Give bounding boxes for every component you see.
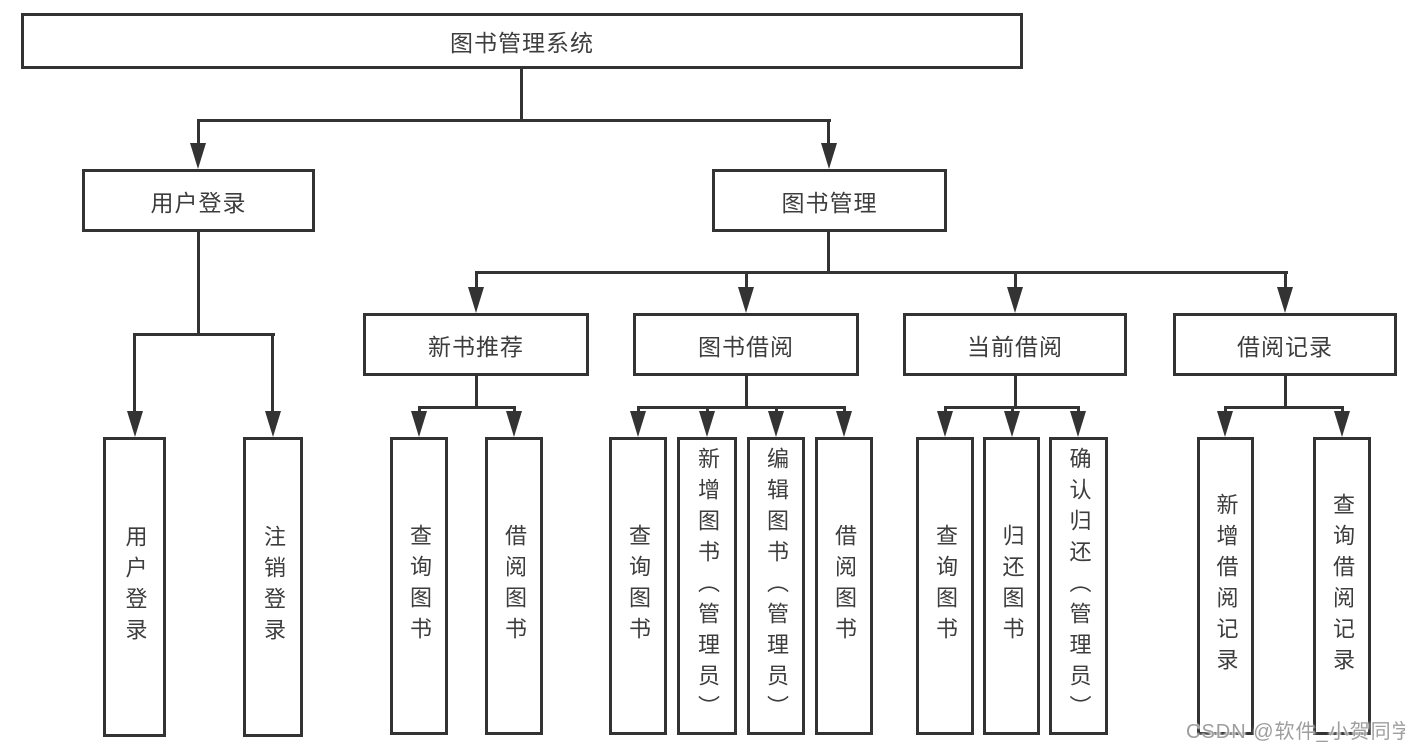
connector-rec-rail (418, 406, 516, 409)
node-book-borrow-label: 图书借阅 (698, 333, 794, 360)
connector-ul-stem (197, 232, 200, 335)
connector-bm-drop-3 (1014, 271, 1017, 291)
arrowhead-to-user-login (190, 143, 206, 169)
leaf-recommend-query-books: 查询图书 (390, 437, 448, 735)
leaf-recommend-borrow-books-label: 借阅图书 (502, 524, 527, 648)
connector-bb-drop-1 (637, 406, 640, 415)
connector-br-stem (1284, 376, 1287, 408)
connector-cb-drop-3 (1077, 406, 1080, 415)
node-current-borrow-label: 当前借阅 (967, 333, 1063, 360)
arrowhead-to-leaf-user-login (127, 411, 143, 437)
connector-cb-drop-1 (944, 406, 947, 415)
connector-root-drop-left (197, 119, 200, 147)
connector-br-drop-2 (1341, 406, 1344, 415)
arrowhead-to-recommend-query-books (411, 411, 427, 437)
arrowhead-to-current-confirm-return (1070, 411, 1086, 437)
node-user-login-label: 用户登录 (150, 189, 247, 216)
leaf-borrow-edit-books-label: 编辑图书（管理员） (764, 446, 789, 726)
connector-br-rail (1224, 406, 1344, 409)
arrowhead-to-borrow-query-books (630, 411, 646, 437)
node-book-borrow: 图书借阅 (633, 313, 859, 376)
arrowhead-to-borrow-add-books (699, 411, 715, 437)
leaf-current-confirm-return-label: 确认归还（管理员） (1066, 446, 1092, 726)
connector-rec-drop-1 (418, 406, 421, 415)
leaf-borrow-add-books: 新增图书（管理员） (677, 437, 737, 735)
connector-br-drop-1 (1224, 406, 1227, 415)
node-new-book-recommend-label: 新书推荐 (428, 333, 524, 360)
connector-ul-drop-1 (133, 333, 136, 413)
arrowhead-to-current-borrow (1007, 287, 1023, 313)
connector-rec-drop-2 (513, 406, 516, 415)
node-book-management-label: 图书管理 (781, 189, 878, 216)
arrowhead-to-records-query-record (1334, 411, 1350, 437)
connector-ul-rail (133, 333, 275, 336)
arrowhead-to-recommend-borrow-books (506, 411, 522, 437)
arrowhead-to-book-management (821, 143, 837, 169)
node-current-borrow: 当前借阅 (903, 313, 1127, 376)
connector-root-stem (520, 69, 523, 121)
leaf-current-query-books-label: 查询图书 (933, 524, 958, 648)
leaf-logout-label: 注销登录 (261, 525, 286, 649)
leaf-current-confirm-return: 确认归还（管理员） (1049, 437, 1108, 735)
node-user-login: 用户登录 (82, 169, 315, 232)
arrowhead-to-current-return-books (1004, 411, 1020, 437)
arrowhead-to-borrow-edit-books (768, 411, 784, 437)
leaf-current-query-books: 查询图书 (916, 437, 974, 735)
node-borrow-records-label: 借阅记录 (1237, 333, 1333, 360)
leaf-user-login: 用户登录 (103, 437, 166, 737)
leaf-records-query-record: 查询借阅记录 (1313, 437, 1371, 735)
node-new-book-recommend: 新书推荐 (363, 313, 589, 376)
leaf-borrow-edit-books: 编辑图书（管理员） (747, 437, 805, 735)
arrowhead-to-current-query-books (937, 411, 953, 437)
leaf-current-return-books: 归还图书 (983, 437, 1040, 735)
connector-bm-stem (827, 232, 830, 273)
arrowhead-to-borrow-records (1277, 287, 1293, 313)
connector-bm-rail (475, 271, 1288, 274)
connector-bm-drop-2 (745, 271, 748, 291)
arrowhead-to-book-borrow (738, 287, 754, 313)
arrowhead-to-records-add-record (1217, 411, 1233, 437)
node-book-management: 图书管理 (712, 169, 947, 232)
connector-cb-drop-2 (1011, 406, 1014, 415)
leaf-recommend-query-books-label: 查询图书 (407, 524, 432, 648)
connector-root-rail (197, 119, 831, 122)
connector-bb-rail (637, 406, 846, 409)
connector-bb-drop-4 (843, 406, 846, 415)
leaf-records-query-record-label: 查询借阅记录 (1330, 493, 1355, 679)
arrowhead-to-leaf-logout (265, 411, 281, 437)
leaf-borrow-borrow-books-label: 借阅图书 (832, 524, 857, 648)
leaf-borrow-query-books-label: 查询图书 (626, 524, 651, 648)
leaf-current-return-books-label: 归还图书 (999, 524, 1025, 648)
leaf-user-login-label: 用户登录 (122, 525, 148, 649)
connector-root-drop-right (827, 119, 830, 147)
csdn-watermark: CSDN @软件_小贺同学 (1186, 721, 1405, 743)
node-borrow-records: 借阅记录 (1173, 313, 1397, 376)
connector-bm-drop-1 (475, 271, 478, 291)
leaf-borrow-borrow-books: 借阅图书 (815, 437, 873, 735)
leaf-records-add-record-label: 新增借阅记录 (1213, 493, 1239, 679)
arrowhead-to-borrow-borrow-books (836, 411, 852, 437)
node-root: 图书管理系统 (21, 13, 1023, 69)
leaf-recommend-borrow-books: 借阅图书 (485, 437, 543, 735)
connector-bb-drop-2 (706, 406, 709, 415)
connector-bm-drop-4 (1284, 271, 1287, 291)
node-root-label: 图书管理系统 (450, 30, 594, 56)
leaf-records-add-record: 新增借阅记录 (1197, 437, 1254, 735)
leaf-borrow-query-books: 查询图书 (609, 437, 667, 735)
leaf-borrow-add-books-label: 新增图书（管理员） (695, 446, 720, 726)
connector-ul-drop-2 (271, 333, 274, 413)
connector-bb-stem (745, 376, 748, 408)
connector-rec-stem (475, 376, 478, 408)
connector-cb-stem (1014, 376, 1017, 408)
leaf-logout: 注销登录 (243, 437, 303, 737)
connector-bb-drop-3 (775, 406, 778, 415)
arrowhead-to-new-book-recommend (468, 287, 484, 313)
